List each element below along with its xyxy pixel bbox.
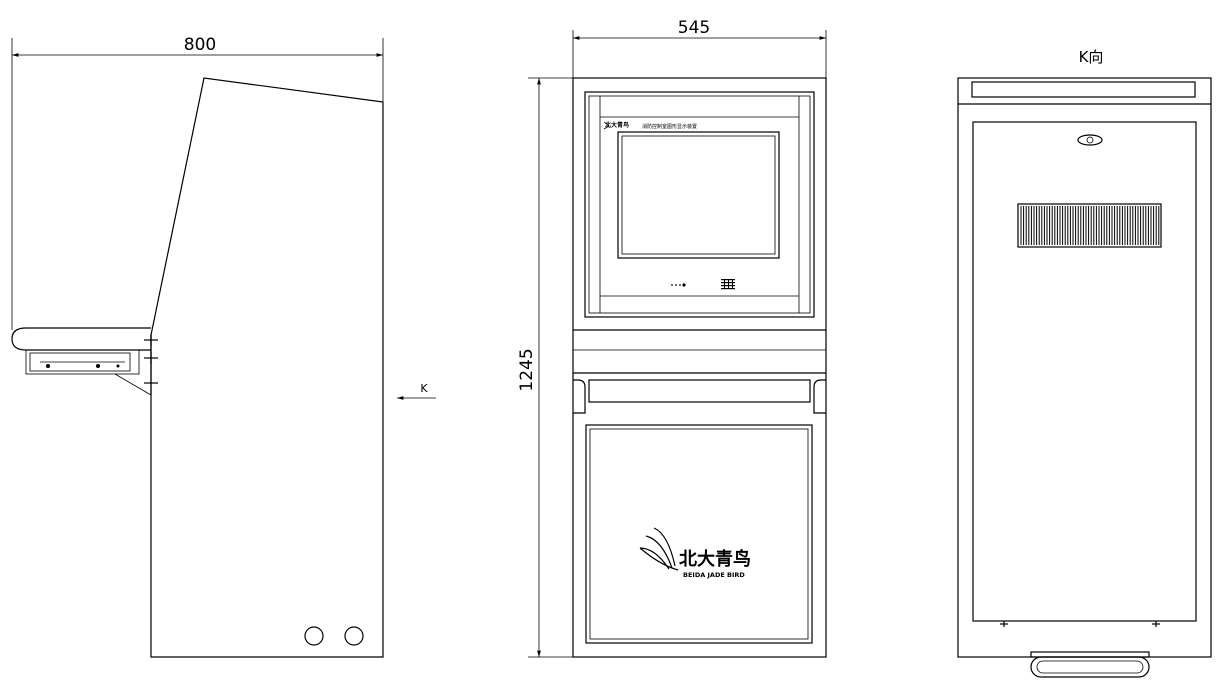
view-arrow-label: K (420, 382, 428, 395)
cable-hole-right (344, 626, 364, 646)
front-width-dimension: 545 (572, 18, 827, 78)
panel-caption: 消防控制室图形显示装置 (642, 123, 697, 130)
rear-ventilation-louvres (1017, 203, 1162, 248)
front-view: 545 1245 北大青鸟 消防控制室图形显示装置 (517, 18, 827, 658)
front-width-label: 545 (678, 18, 710, 38)
cable-hole-left (304, 626, 324, 646)
panel-brand-small: 北大青鸟 (605, 121, 629, 129)
beida-jade-bird-logo-icon (639, 527, 679, 571)
front-height-dimension: 1245 (517, 77, 573, 658)
front-cabinet-outline (572, 77, 827, 658)
front-lower-door: 北大青鸟 BEIDA JADE BIRD (585, 424, 813, 644)
door-logo-english: BEIDA JADE BIRD (683, 571, 745, 579)
side-width-label: 800 (184, 35, 216, 55)
display-housing: 北大青鸟 消防控制室图形显示装置 (584, 91, 815, 318)
status-indicators (671, 283, 686, 287)
side-desk-shelf (11, 327, 158, 396)
rear-cabinet-outline (957, 77, 1212, 658)
rear-door (972, 121, 1197, 622)
rear-cable-slot (1030, 651, 1150, 678)
side-width-dimension: 800 (11, 35, 384, 330)
rear-view-title: K向 (1079, 48, 1104, 66)
front-desk-shelf (573, 329, 826, 414)
front-height-label: 1245 (517, 348, 537, 391)
door-logo-chinese: 北大青鸟 (679, 548, 751, 570)
view-arrow-k: K (397, 382, 436, 400)
lcd-screen (617, 131, 780, 259)
rear-view: K向 (957, 48, 1212, 678)
lock-icon (1077, 134, 1103, 146)
panel-logo-icon (603, 121, 610, 130)
speaker-grille-icon (721, 279, 735, 290)
rear-top-vent (971, 81, 1196, 98)
side-cabinet-outline (150, 77, 384, 658)
side-view: 800 K (11, 35, 436, 658)
